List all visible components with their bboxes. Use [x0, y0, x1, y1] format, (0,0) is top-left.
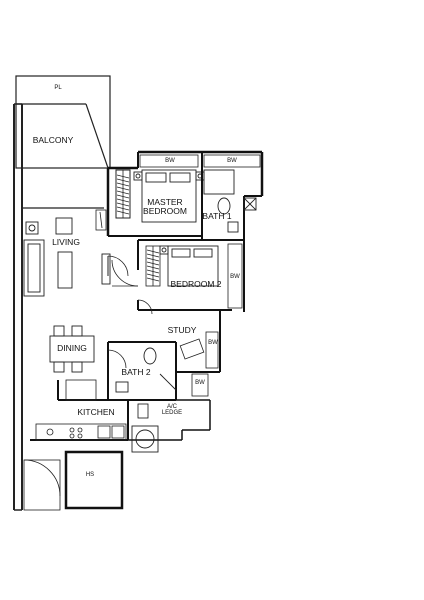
label-bw-master: BW [165, 158, 175, 164]
bath2-bw-wardrobe [191, 373, 209, 397]
study-desk [179, 331, 219, 369]
label-household-shelter: HS [85, 472, 95, 478]
living-furniture [23, 217, 111, 297]
bath1-walls [201, 152, 262, 241]
label-bath2: BATH 2 [121, 367, 151, 377]
master-door [95, 209, 107, 231]
master-bed [133, 169, 205, 223]
label-bw-bedroom2: BW [230, 274, 240, 280]
label-ac-ledge: A/C LEDGE [161, 404, 183, 417]
dining-set [49, 325, 95, 373]
living-door-swing [107, 255, 129, 277]
label-bedroom2: BEDROOM 2 [170, 279, 222, 289]
label-master-bedroom: MASTER BEDROOM [143, 197, 187, 216]
label-planter: PL [54, 85, 62, 91]
label-bath1: BATH 1 [202, 211, 232, 221]
bedroom2-door-swing [111, 259, 139, 287]
label-bw-study: BW [208, 340, 218, 346]
study-door-swing [137, 299, 153, 315]
master-bedroom-walls [106, 150, 264, 237]
master-bw-wardrobe [139, 154, 199, 168]
ac-ledge [128, 399, 211, 441]
label-kitchen: KITCHEN [77, 407, 115, 417]
kitchen-counter [35, 379, 127, 441]
bedroom2-wardrobe [145, 245, 161, 287]
bedroom2-bed [159, 245, 219, 287]
entry-door [23, 459, 61, 511]
label-study: STUDY [167, 325, 197, 335]
bath1-bw-wardrobe [203, 154, 261, 168]
label-bw-bath1: BW [227, 158, 237, 164]
study-walls [175, 310, 221, 373]
label-dining: DINING [57, 343, 87, 353]
bath1-fixtures [203, 169, 257, 233]
bedroom2-bw-wardrobe [227, 243, 243, 309]
master-wardrobe [115, 169, 131, 219]
label-balcony: BALCONY [32, 135, 74, 145]
label-bw-bath2: BW [195, 380, 205, 386]
bath2-fixtures [115, 347, 177, 393]
household-shelter-walls [64, 450, 124, 510]
balcony-walls [15, 75, 111, 169]
bedroom2-walls [137, 239, 245, 312]
label-living: LIVING [52, 237, 80, 247]
washing-machine [131, 425, 159, 453]
bath2-door-swing [107, 349, 127, 369]
west-wall [13, 103, 23, 511]
